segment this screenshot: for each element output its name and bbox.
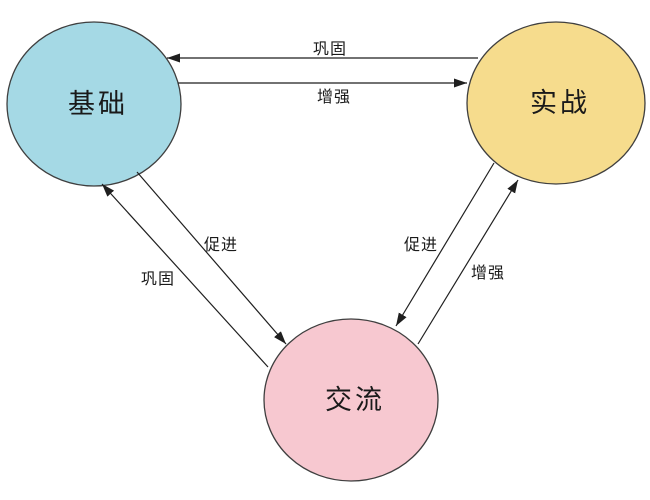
edge-label-jiaoliu-to-shizhan: 增强 xyxy=(471,263,505,282)
node-circle-jichu xyxy=(6,21,182,187)
edge-arrow-jiaoliu-to-jichu xyxy=(101,183,269,368)
edge-label-jiaoliu-to-jichu: 巩固 xyxy=(141,269,175,288)
edge-label-jichu-to-jiaoliu: 促进 xyxy=(204,235,238,254)
node-circle-jiaoliu xyxy=(263,318,439,482)
edge-arrow-jiaoliu-to-shizhan xyxy=(417,179,519,345)
node-circle-shizhan xyxy=(466,21,646,185)
edge-arrow-jichu-to-jiaoliu xyxy=(136,171,287,345)
edge-arrow-shizhan-to-jiaoliu xyxy=(395,162,495,327)
node-label-jiaoliu: 交流 xyxy=(325,385,385,416)
edge-label-shizhan-to-jiaoliu: 促进 xyxy=(404,235,438,254)
node-label-jichu: 基础 xyxy=(68,89,128,120)
node-label-shizhan: 实战 xyxy=(530,88,590,119)
edge-label-jichu-to-shizhan: 增强 xyxy=(317,87,351,106)
edge-label-shizhan-to-jichu: 巩固 xyxy=(313,39,347,58)
